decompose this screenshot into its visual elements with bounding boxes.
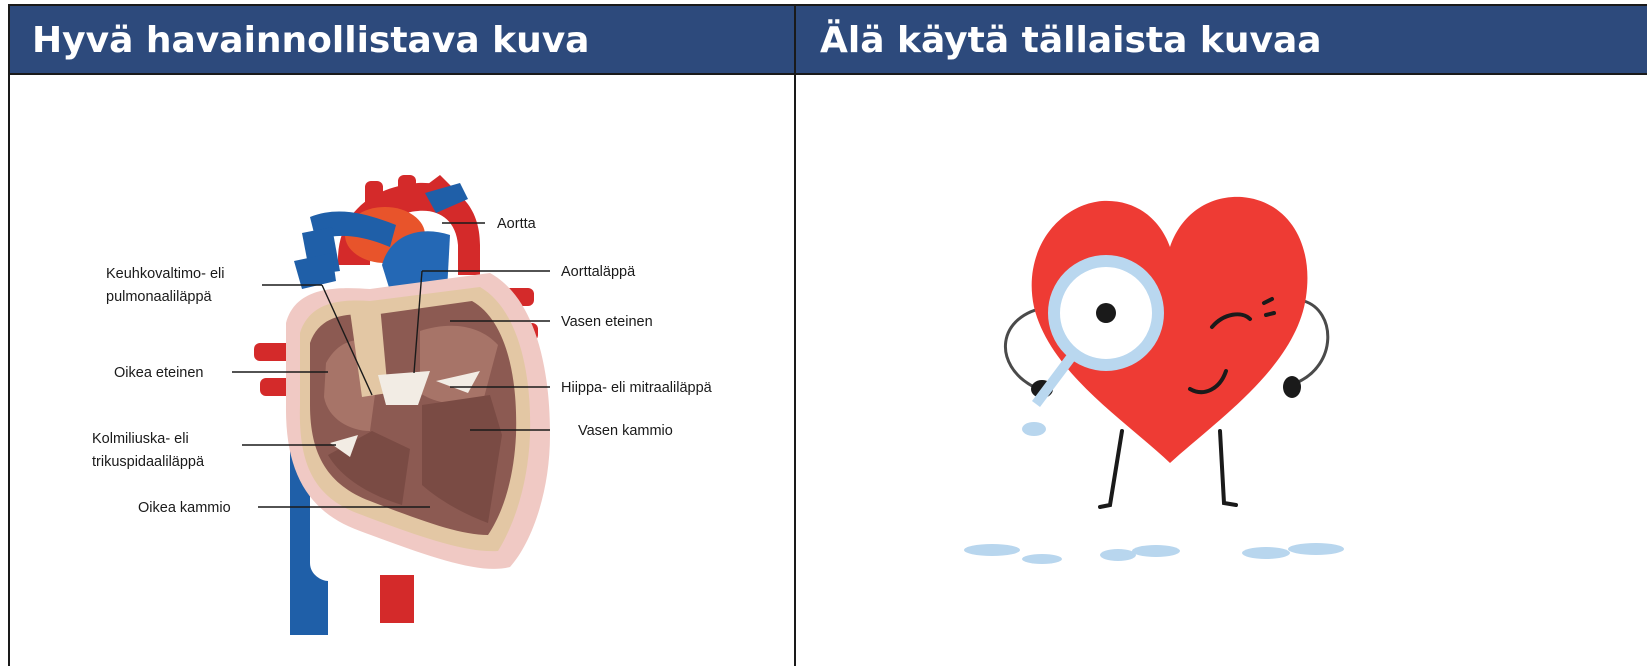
label-right-ventricle: Oikea kammio: [138, 500, 231, 516]
good-image-cell: Aortta Aorttaläppä Keuhkovaltimo- eli pu…: [10, 75, 796, 666]
heart-with-magnifier-icon: [964, 196, 1344, 564]
label-left-atrium: Vasen eteinen: [561, 314, 653, 330]
label-left-ventricle: Vasen kammio: [578, 423, 673, 439]
bad-column-header: Älä käytä tällaista kuvaa: [796, 6, 1647, 75]
comparison-table: Hyvä havainnollistava kuva Älä käytä täl…: [8, 4, 1647, 666]
cartoon-arms: [1003, 299, 1330, 389]
label-right-atrium: Oikea eteinen: [114, 365, 203, 381]
good-column-header: Hyvä havainnollistava kuva: [10, 6, 796, 75]
cartoon-face: [1188, 297, 1276, 395]
label-leader-lines: [232, 222, 550, 508]
label-aortic-valve: Aorttaläppä: [561, 264, 636, 280]
label-tricuspid-valve-line2: trikuspidaaliläppä: [92, 454, 205, 470]
label-tricuspid-valve-line1: Kolmiliuska- eli: [92, 431, 189, 447]
label-pulmonary-valve-line2: pulmonaaliläppä: [106, 289, 213, 305]
label-mitral-valve: Hiippa- eli mitraaliläppä: [561, 380, 713, 396]
cartoon-shadow: [964, 422, 1344, 564]
magnifier: [1032, 255, 1164, 407]
heart-anatomy-diagram: Aortta Aorttaläppä Keuhkovaltimo- eli pu…: [92, 175, 713, 635]
label-aorta: Aortta: [497, 216, 537, 232]
label-pulmonary-valve-line1: Keuhkovaltimo- eli: [106, 266, 224, 282]
bad-image-cell: [796, 75, 1647, 666]
cartoon-legs: [1098, 429, 1238, 509]
